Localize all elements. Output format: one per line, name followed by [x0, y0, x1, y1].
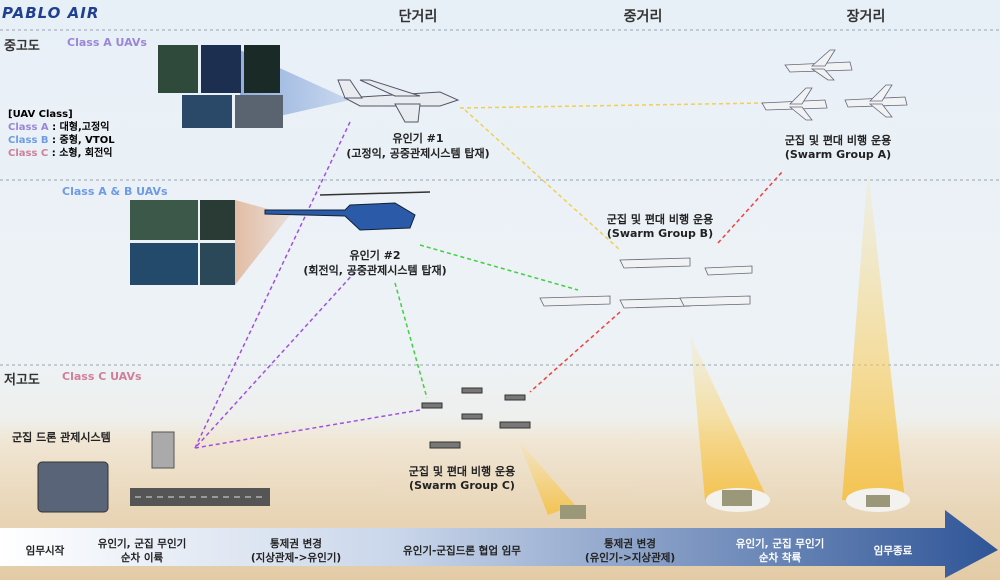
legend-class-b: Class B: [8, 135, 49, 146]
class-c-label: Class C UAVs: [62, 370, 142, 383]
light-cone: [690, 335, 768, 500]
ground-station-console: [37, 461, 109, 513]
light-cone: [518, 440, 575, 515]
logo: PABLO AIR: [2, 4, 100, 22]
drone-swarm-c: [421, 387, 531, 449]
header-short-range: 단거리: [398, 9, 438, 25]
uav-class-legend: [UAV Class] Class A : 대형,고정익 Class B : 중…: [8, 108, 115, 160]
swarm-a-group: (Swarm Group A): [784, 148, 892, 161]
legend-class-a: Class A: [8, 122, 49, 133]
timeline-arrow: [0, 510, 998, 578]
manned1-title: 유인기 #1: [392, 132, 444, 145]
sensor-beam: [235, 200, 290, 285]
legend-class-a-desc: : 대형,고정익: [48, 122, 110, 133]
header-long-range: 장거리: [846, 9, 886, 25]
link-purple: [194, 409, 421, 449]
class-a-label: Class A UAVs: [67, 36, 147, 49]
swarm-b-group: (Swarm Group B): [606, 227, 714, 240]
timeline-step: 유인기-군집드론 협업 임무: [403, 545, 521, 557]
manned1-desc: (고정익, 공중관제시스템 탑재): [346, 147, 490, 160]
control-screens-a: [158, 45, 283, 128]
uav-swarm-a: [761, 49, 908, 121]
manned2-title: 유인기 #2: [349, 249, 401, 262]
header-mid-range: 중거리: [623, 9, 663, 25]
legend-class-c-desc: : 소형, 회전익: [48, 148, 113, 159]
swarm-c-title: 군집 및 편대 비행 운용: [408, 465, 516, 478]
radar-dish: [151, 431, 175, 469]
fixed-wing-aircraft: [337, 79, 460, 123]
legend-class-b-desc: : 중형, VTOL: [48, 135, 115, 146]
legend-class-c: Class C: [8, 148, 49, 159]
runway: [130, 488, 270, 506]
altitude-mid: 중고도: [4, 39, 40, 54]
helicopter: [264, 191, 431, 231]
ground-station-label: 군집 드론 관제시스템: [12, 431, 111, 444]
altitude-divider: [0, 29, 1000, 366]
link-red: [717, 171, 783, 244]
link-red: [529, 311, 621, 393]
timeline-step: 통제권 변경(유인기->지상관제): [584, 538, 676, 564]
altitude-low: 저고도: [4, 373, 40, 388]
link-green: [419, 244, 579, 291]
uav-swarm-b: [539, 257, 753, 309]
link-purple: [194, 271, 356, 449]
manned2-desc: (회전익, 공중관제시스템 탑재): [303, 264, 447, 277]
timeline-step: 임무시작: [25, 545, 65, 557]
class-ab-label: Class A & B UAVs: [62, 185, 168, 198]
control-screens-b: [130, 200, 235, 285]
swarm-a-title: 군집 및 편대 비행 운용: [784, 134, 892, 147]
timeline-step: 통제권 변경(지상관제->유인기): [250, 538, 342, 564]
light-cone: [842, 168, 905, 500]
link-yellow: [459, 102, 766, 109]
link-green: [394, 282, 428, 399]
timeline-step: 임무종료: [873, 545, 913, 557]
legend-title: [UAV Class]: [8, 109, 73, 120]
swarm-c-group: (Swarm Group C): [409, 479, 515, 492]
swarm-b-title: 군집 및 편대 비행 운용: [606, 213, 714, 226]
